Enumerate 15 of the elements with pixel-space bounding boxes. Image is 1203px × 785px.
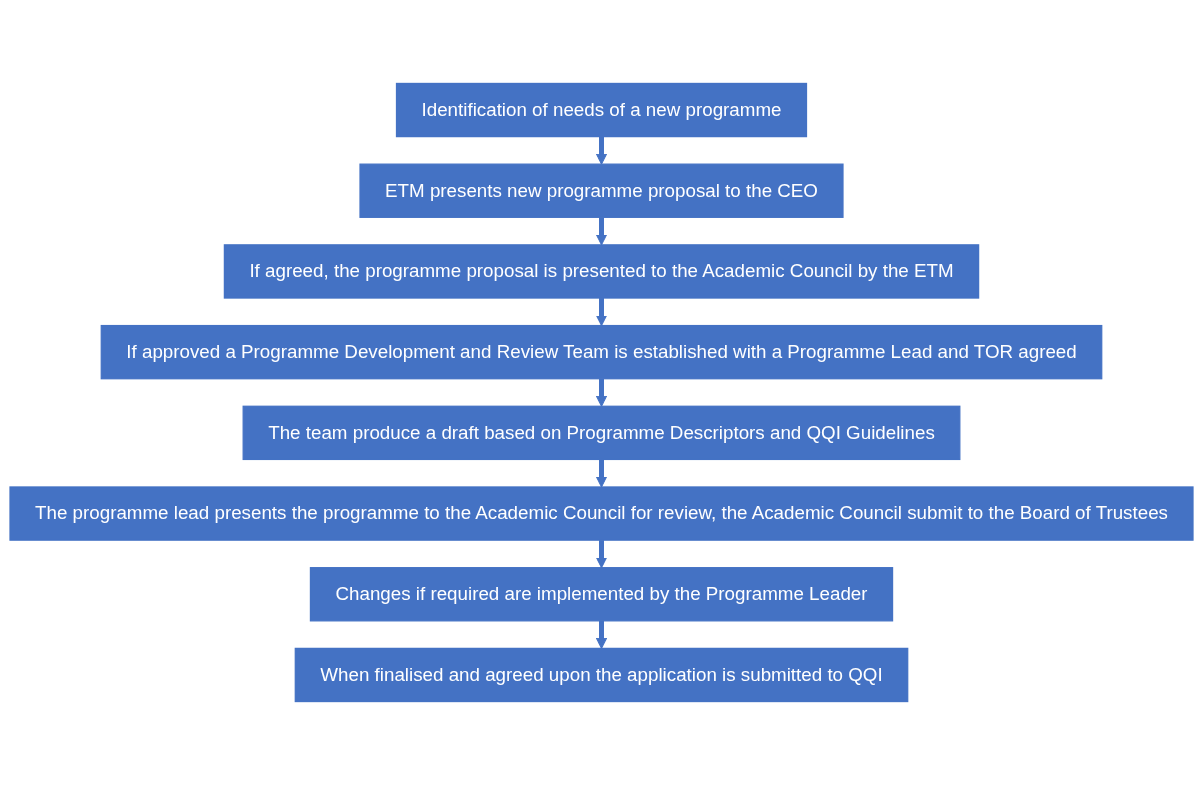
node-box: If agreed, the programme proposal is presented to the Academic Council by the ETM: [223, 244, 980, 299]
arrow: [596, 297, 607, 327]
arrow: [596, 620, 607, 649]
arrow: [596, 217, 607, 246]
node-box: When finalised and agreed upon the application is submitted to QQI: [294, 647, 909, 703]
arrow: [596, 378, 607, 407]
node-box: Identification of needs of a new programme: [395, 82, 808, 138]
node-box: If approved a Programme Development and Review Team is established with a Programme Lead and TOR agreed: [100, 324, 1103, 380]
node-box: ETM presents new programme proposal to the CEO: [359, 163, 844, 218]
node-box: The team produce a draft based on Programme Descriptors and QQI Guidelines: [242, 405, 961, 461]
arrow: [596, 539, 607, 569]
node-box: Changes if required are implemented by the Programme Leader: [309, 567, 894, 622]
arrow: [596, 136, 607, 165]
arrow: [596, 459, 607, 488]
node-box: The programme lead presents the programme to the Academic Council for review, the Academic Council submit to the Board of Trustees: [9, 486, 1194, 541]
